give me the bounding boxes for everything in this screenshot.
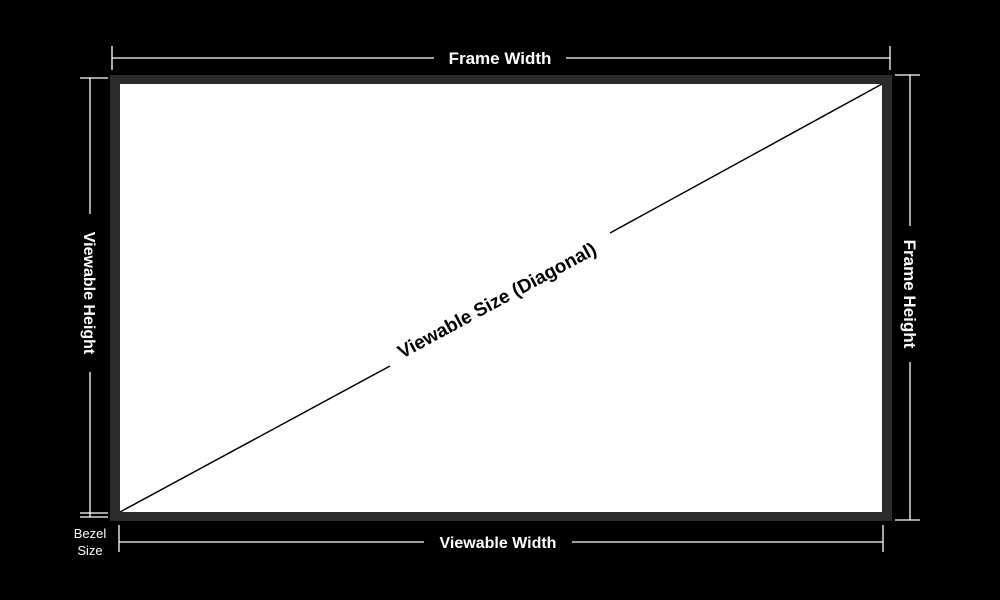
- frame-width-label: Frame Width: [449, 49, 552, 68]
- bezel-label-line2: Size: [77, 543, 102, 558]
- viewable-width-dimension: [118, 525, 884, 552]
- viewable-height-label: Viewable Height: [80, 232, 97, 355]
- viewable-height-dimension: [80, 77, 108, 514]
- frame-height-label: Frame Height: [900, 240, 919, 349]
- viewable-screen: [120, 84, 882, 512]
- frame-width-dimension: [111, 46, 891, 70]
- bezel-label-line1: Bezel: [74, 526, 107, 541]
- frame-height-dimension: [895, 74, 920, 521]
- diagonal-line: [119, 83, 883, 513]
- bezel-size-dimension: [80, 513, 108, 518]
- viewable-width-label: Viewable Width: [440, 535, 557, 552]
